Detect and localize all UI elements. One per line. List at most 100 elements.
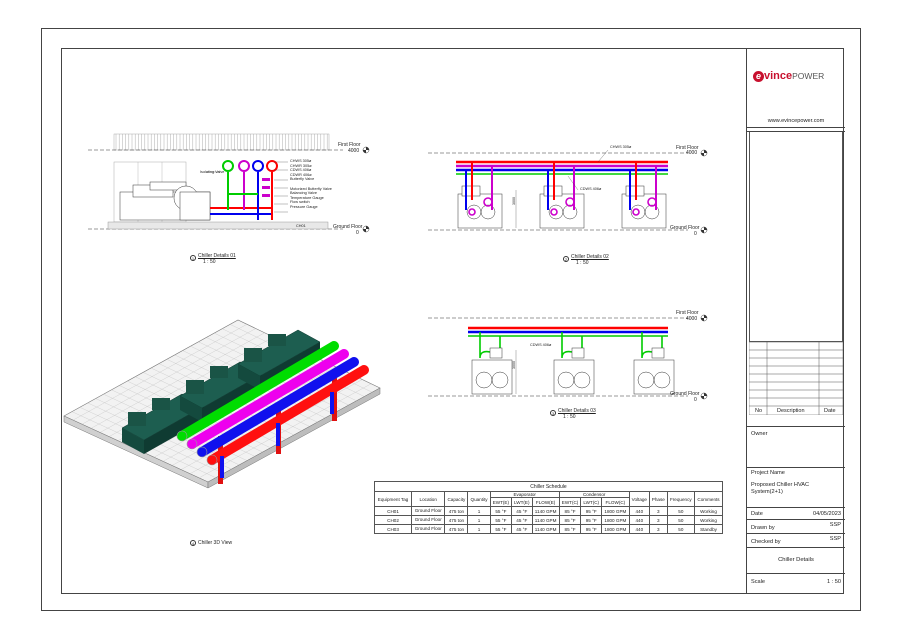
- v1-callout: CHWS 305ø: [290, 159, 312, 163]
- table-cell: 50: [666, 524, 696, 534]
- sheet-title: Chiller Details: [778, 557, 814, 563]
- v1-callout: CDWR 406ø: [290, 172, 312, 177]
- table-cell: 85 °F: [558, 506, 582, 516]
- sheet-title-cell: Chiller Details: [747, 548, 845, 574]
- col-lwt-e: LWT(E): [511, 497, 533, 507]
- logo-power: POWER: [792, 71, 825, 81]
- table-cell: 45 °F: [511, 515, 533, 525]
- v1-ground-floor-label: Ground Floor: [333, 224, 363, 230]
- v1-view-scale: 1 : 50: [203, 259, 216, 265]
- rev-description-header: Description: [777, 408, 805, 414]
- table-cell: Standby: [694, 524, 723, 534]
- table-cell: Ground Floor: [411, 515, 446, 525]
- col-ewt-e: EWT(E): [489, 497, 513, 507]
- table-cell: 440: [628, 515, 650, 525]
- table-cell: 95 °F: [580, 524, 603, 534]
- v2-first-floor-elev: 4000: [686, 150, 698, 156]
- col-ewt-c: EWT(C): [558, 497, 582, 507]
- project-cell: Project Name Proposed Chiller HVAC Syste…: [747, 468, 845, 508]
- table-cell: 440: [628, 524, 650, 534]
- table-cell: 475 ton: [444, 524, 469, 534]
- drawn-by-label: Drawn by: [751, 525, 775, 531]
- schedule-title: Chiller Schedule: [374, 481, 723, 492]
- tb-spacer: [747, 128, 845, 132]
- view-2-drawing: [428, 149, 708, 234]
- table-cell: 55 °F: [489, 524, 513, 534]
- v4-view-title: Chiller 3D View: [198, 540, 233, 546]
- drawn-by-cell: Drawn by SSP: [747, 520, 845, 534]
- v3-ground-floor-elev: 0: [694, 397, 697, 403]
- v3-chiller-unit: [633, 332, 675, 395]
- col-comments: Comments: [694, 491, 723, 507]
- v3-view-number: 3: [550, 410, 556, 416]
- v4-view-number: 4: [190, 540, 196, 546]
- v3-chiller-unit: [471, 332, 513, 395]
- table-cell: 1800 GPM: [601, 515, 630, 525]
- v1-chiller-tag: CH01: [296, 224, 306, 228]
- v2-first-floor-label: First Floor: [676, 145, 699, 151]
- v3-pipe-label: CDWS 406ø: [530, 343, 552, 347]
- rev-date-header: Date: [824, 408, 836, 414]
- table-cell: Ground Floor: [411, 524, 446, 534]
- scale-cell: Scale 1 : 50: [747, 574, 845, 594]
- col-flow-c: FLOW(C): [601, 497, 630, 507]
- table-cell: 55 °F: [489, 506, 513, 516]
- v3-ground-floor-label: Ground Floor: [670, 391, 700, 397]
- table-cell: 1140 GPM: [531, 515, 560, 525]
- v3-dimension: 3000: [512, 361, 516, 369]
- v1-first-floor-elev: 4000: [348, 148, 360, 154]
- v1-view-title: Chiller Details 01: [198, 253, 236, 259]
- v1-first-floor-label: First Floor: [338, 142, 361, 148]
- table-cell: 95 °F: [580, 515, 603, 525]
- v3-view-title: Chiller Details 03: [558, 408, 596, 414]
- rev-no-header: No: [755, 408, 763, 414]
- table-cell: CH02: [373, 515, 413, 525]
- v2-view-title: Chiller Details 02: [571, 254, 609, 260]
- checked-by-label: Checked by: [751, 539, 781, 545]
- owner-cell: Owner: [747, 426, 845, 468]
- col-flow-e: FLOW(E): [531, 497, 560, 507]
- project-name-label: Project Name: [751, 470, 785, 476]
- table-cell: 95 °F: [580, 506, 603, 516]
- v1-callout: Pressure Gauge: [290, 204, 318, 209]
- logo-vince: vince: [764, 70, 793, 82]
- col-capacity: Capacity: [444, 491, 469, 507]
- v1-callout: Butterfly Valve: [290, 177, 315, 182]
- view-1-elevation: First Floor 4000 Ground Floor 0 Isolatin…: [88, 130, 378, 245]
- v1-louver-grille: [113, 133, 330, 151]
- v2-chiller-unit: [457, 162, 503, 229]
- col-voltage: Voltage: [628, 491, 650, 507]
- v2-ground-floor-label: Ground Floor: [670, 225, 700, 231]
- v1-chiller-body: [119, 181, 211, 221]
- table-cell: 55 °F: [489, 515, 513, 525]
- v1-callout: Temperature Gauge: [290, 195, 324, 200]
- table-cell: 50: [666, 506, 696, 516]
- view-4-3d: [62, 318, 382, 536]
- checked-by-value: SSP: [829, 536, 841, 542]
- view-3-elevation: First Floor 4000 Ground Floor 0 CDWS 406…: [428, 310, 718, 405]
- v1-view-number: 1: [190, 255, 196, 261]
- v3-first-floor-elev: 4000: [686, 316, 698, 322]
- date-cell: Date 04/05/2023: [747, 508, 845, 520]
- v2-level-markers: [700, 149, 708, 234]
- table-cell: 45 °F: [511, 506, 533, 516]
- col-phase: Phase: [648, 491, 668, 507]
- table-cell: 475 ton: [444, 515, 469, 525]
- v1-level-markers: [362, 146, 370, 233]
- v2-pipe-mid-label: CDWS 406ø: [580, 187, 602, 191]
- tb-frame-lines: [747, 132, 845, 426]
- revision-grid: No Description Date: [748, 341, 844, 416]
- table-cell: 1140 GPM: [531, 506, 560, 516]
- col-lwt-c: LWT(C): [580, 497, 603, 507]
- v2-view-scale: 1 : 50: [576, 260, 589, 266]
- table-cell: 1800 GPM: [601, 506, 630, 516]
- v1-ground-floor-elev: 0: [356, 230, 359, 236]
- v1-callout: CDWS 406ø: [290, 168, 312, 173]
- table-cell: 3: [648, 524, 668, 534]
- table-cell: 1: [467, 506, 491, 516]
